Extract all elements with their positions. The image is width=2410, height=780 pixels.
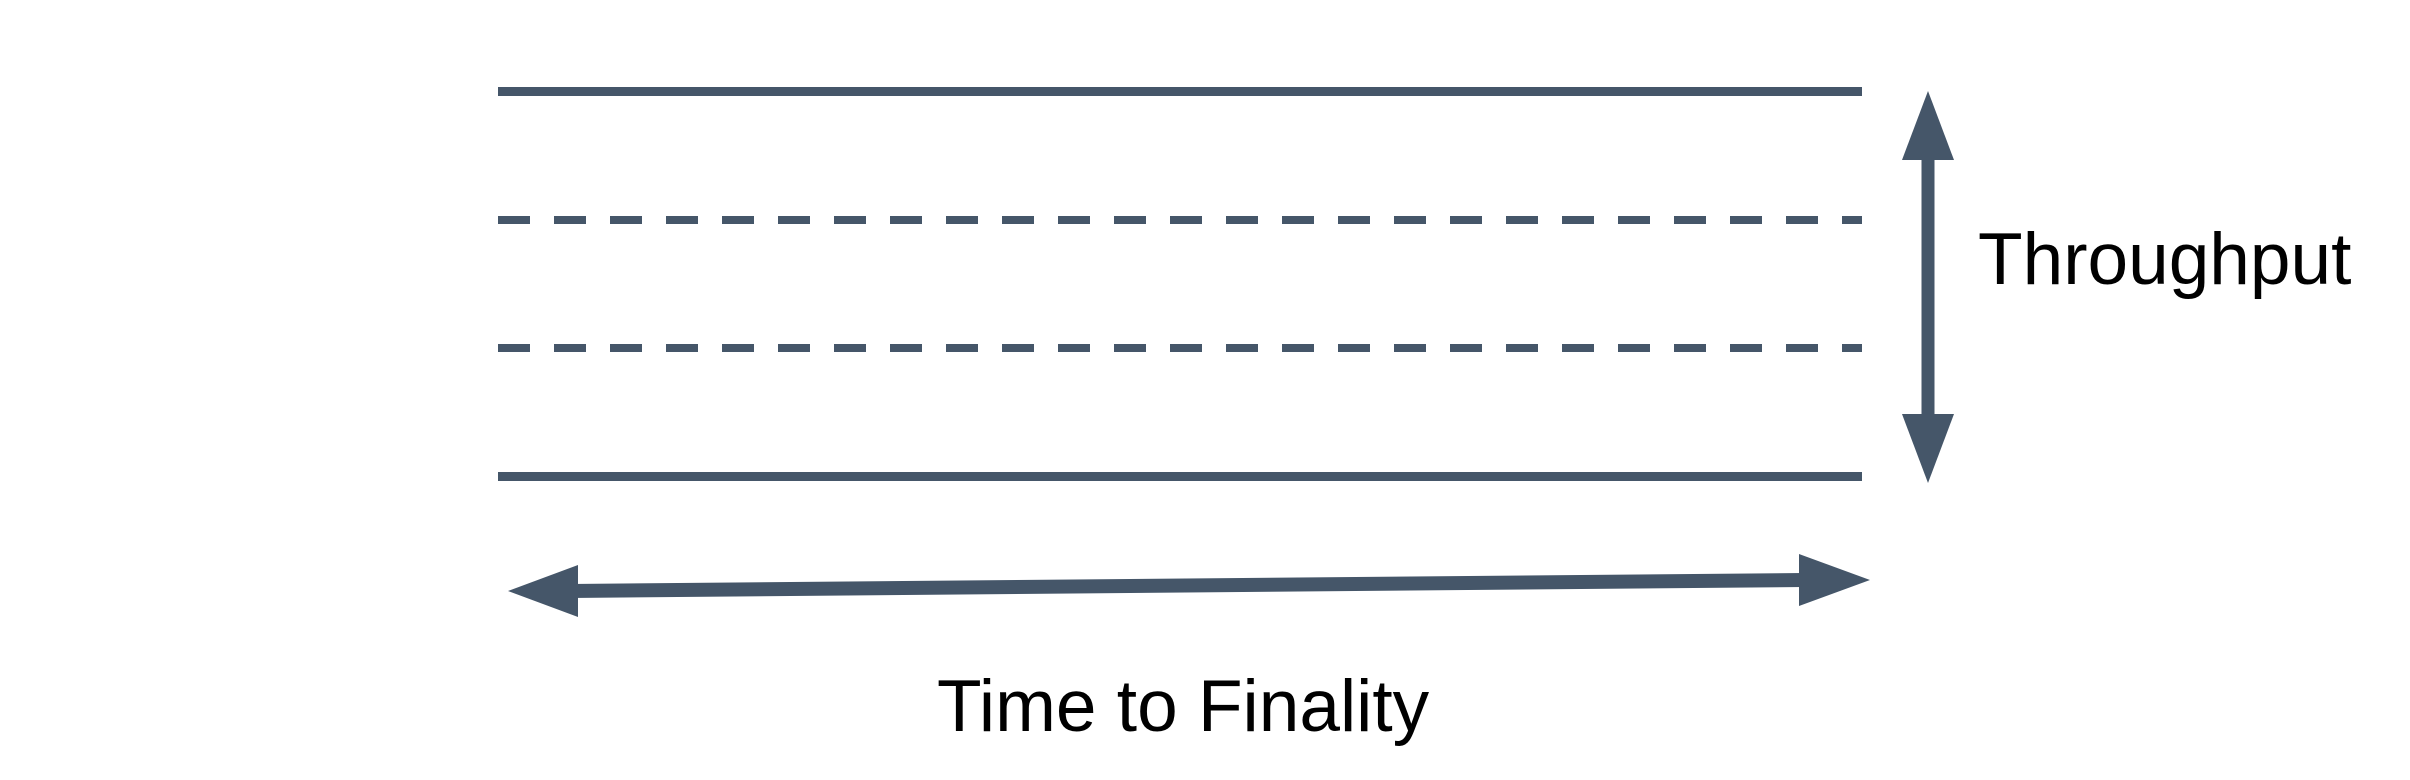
throughput-arrowhead-down-icon	[1902, 414, 1954, 483]
band-dashed-line-1	[498, 216, 1862, 224]
band-top-line	[498, 87, 1862, 96]
time-to-finality-label: Time to Finality	[937, 666, 1430, 747]
time-to-finality-double-arrow-icon	[508, 554, 1870, 617]
band-bottom-line	[498, 472, 1862, 481]
throughput-double-arrow-icon	[1902, 91, 1954, 483]
time-to-finality-arrow-shaft	[569, 573, 1805, 598]
time-to-finality-arrowhead-right-icon	[1799, 554, 1870, 606]
band-dashed-line-2	[498, 344, 1862, 352]
throughput-arrowhead-up-icon	[1902, 91, 1954, 160]
throughput-arrow-shaft	[1921, 151, 1935, 423]
throughput-label: Throughput	[1978, 219, 2352, 300]
time-to-finality-arrowhead-left-icon	[508, 565, 578, 617]
